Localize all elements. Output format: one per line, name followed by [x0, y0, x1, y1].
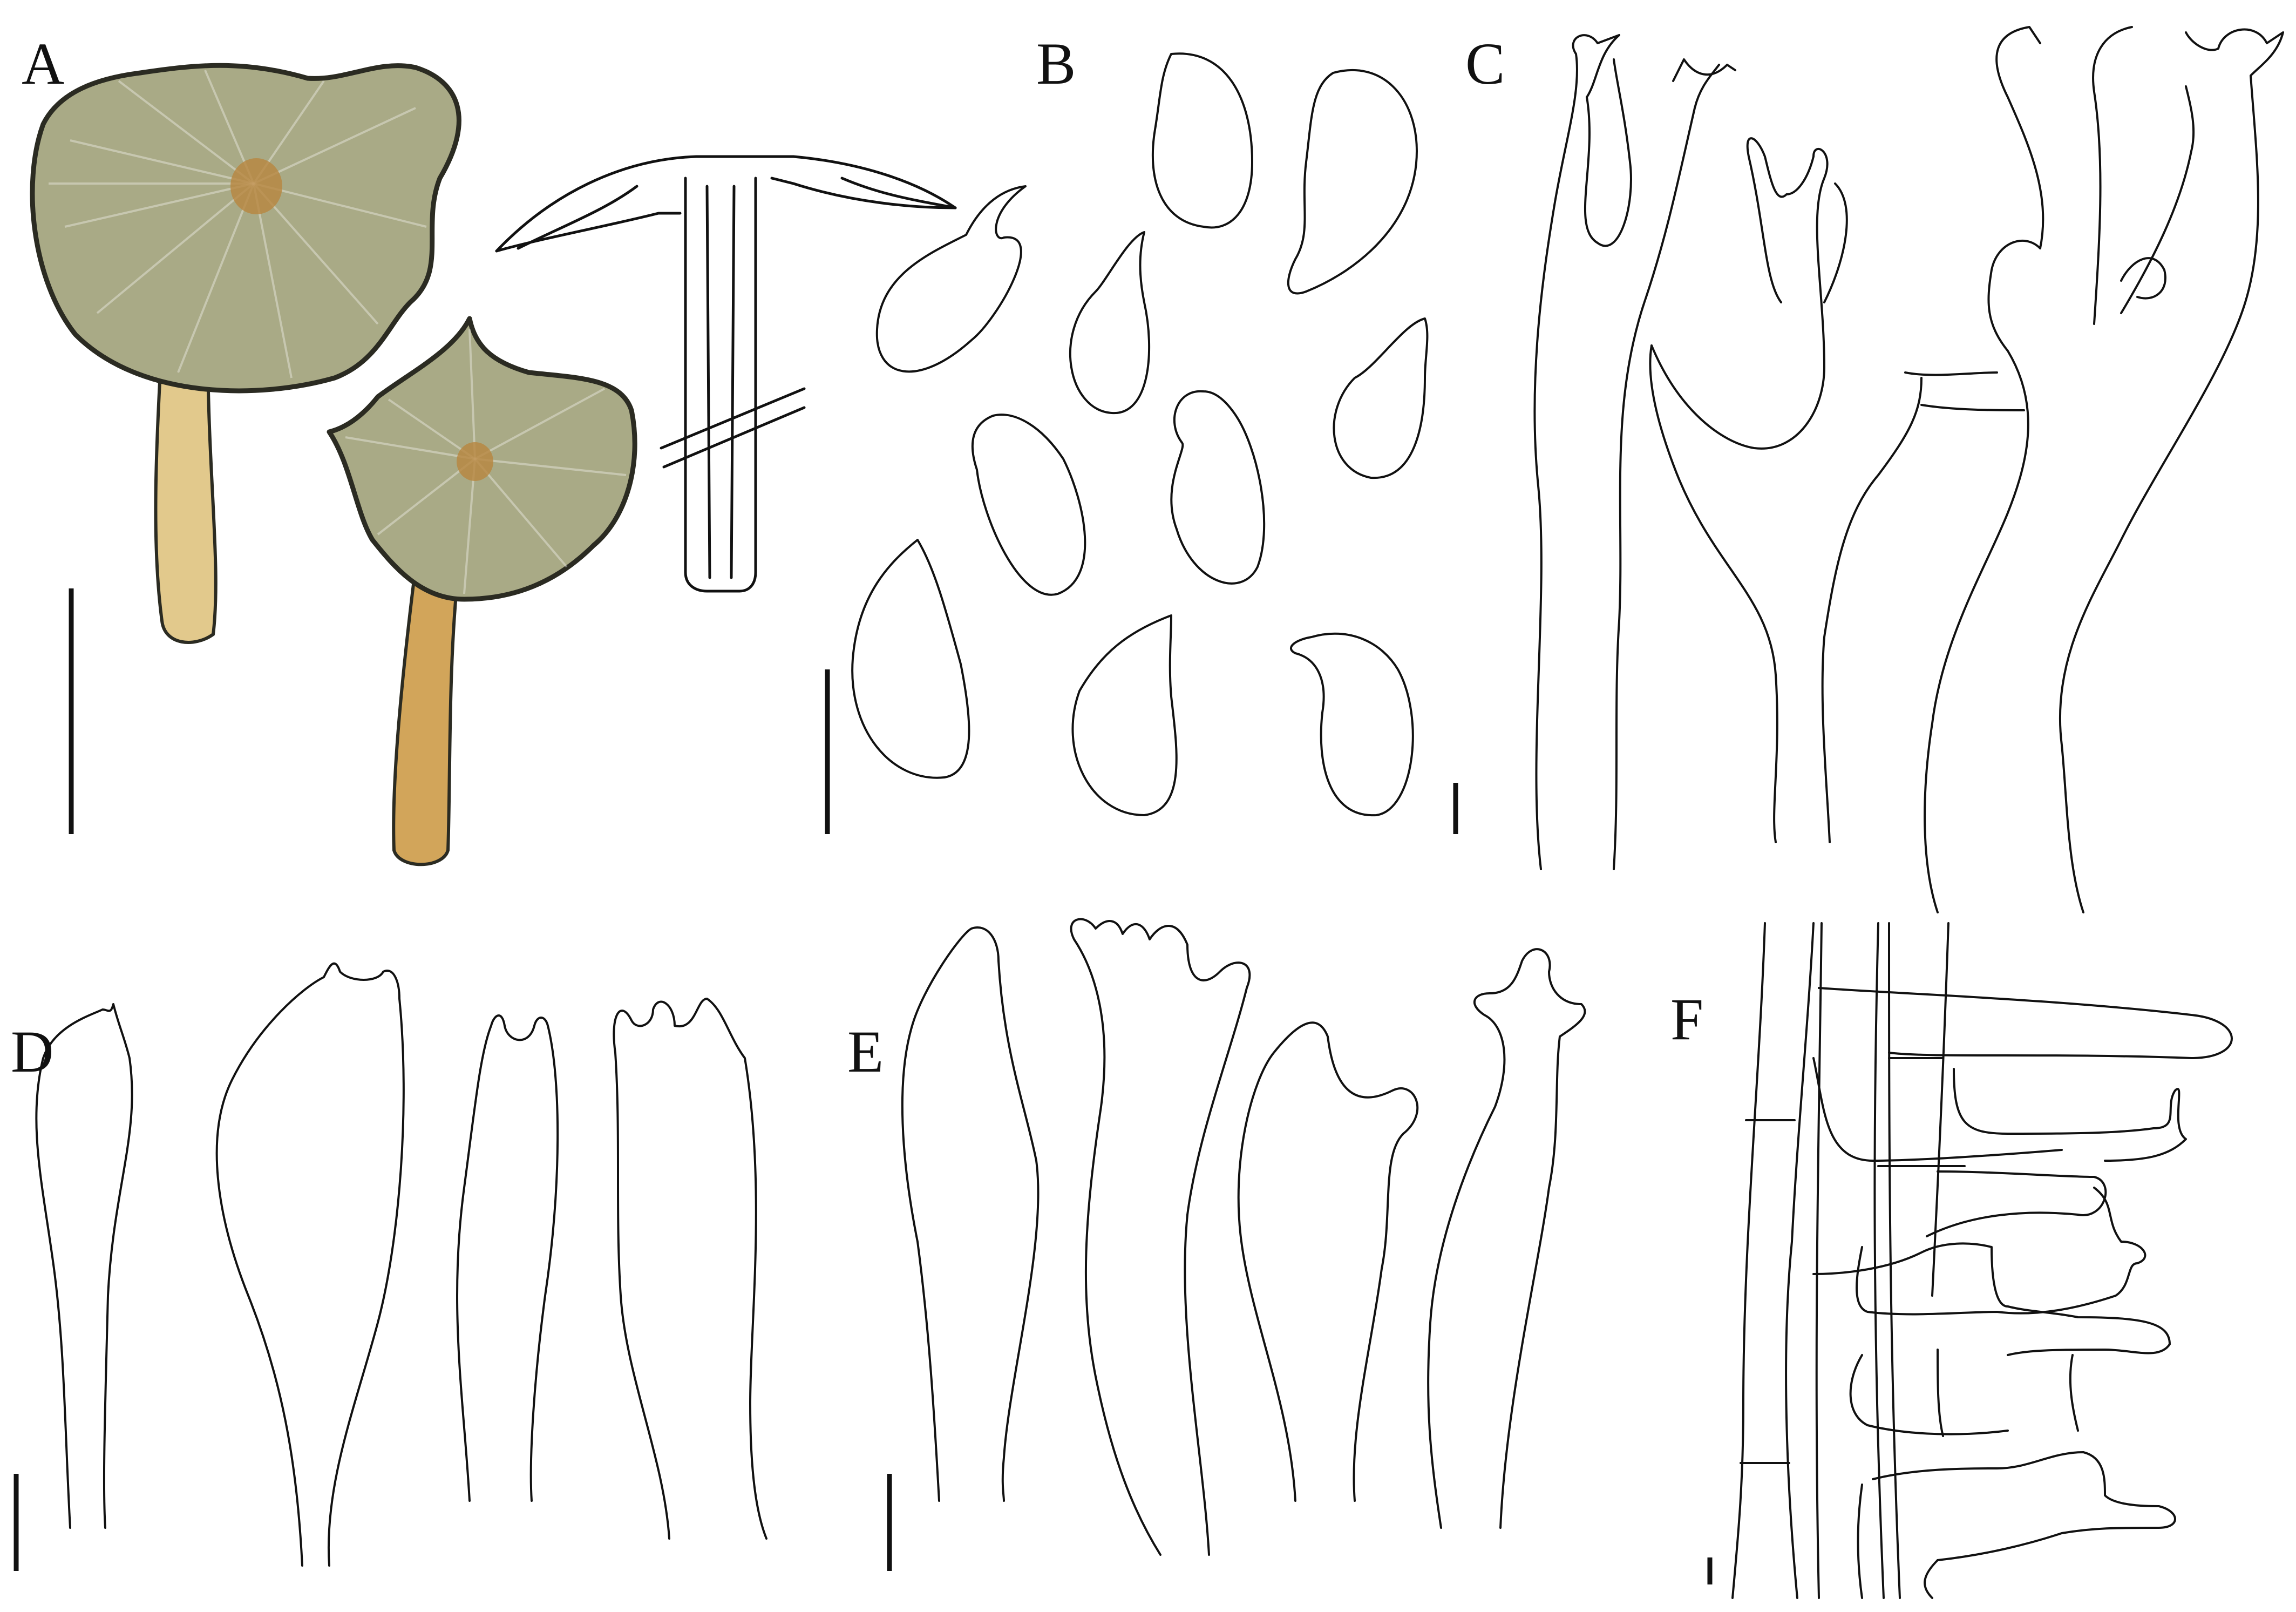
spore	[1069, 231, 1151, 415]
cap-large	[30, 63, 461, 394]
hypha	[1613, 64, 1720, 870]
hypha	[2069, 1354, 2079, 1432]
hypha	[1931, 922, 1949, 1297]
hypha	[1920, 404, 2025, 411]
panel-label-b: B	[1036, 31, 1076, 97]
panel-e-cheilocystidia	[887, 918, 1586, 1571]
hypha	[1731, 922, 1766, 1599]
hypha	[1785, 922, 1815, 1599]
panel-label-f: F	[1670, 986, 1703, 1052]
hypha	[1584, 58, 1632, 247]
hypha	[1924, 239, 2041, 913]
hypha	[1672, 58, 1736, 82]
cystidium	[1237, 1021, 1419, 1502]
panel-c-pileipellis	[1453, 26, 2284, 913]
hypha	[2120, 85, 2195, 314]
hypha	[1995, 26, 2044, 249]
hypha	[1823, 182, 1848, 303]
hypha	[1888, 922, 1901, 1599]
hypha	[1849, 1354, 2009, 1435]
spore	[971, 414, 1086, 596]
hypha	[1815, 922, 1823, 1599]
basidium	[35, 1003, 133, 1529]
cystidium	[1070, 918, 1251, 1556]
spore	[851, 539, 970, 779]
cap-large-gills	[49, 70, 427, 378]
hypha	[1812, 1242, 2009, 1308]
fruitbody-section	[495, 155, 957, 593]
hypha	[1818, 987, 2233, 1059]
hypha	[1873, 922, 1885, 1599]
basidium	[456, 1014, 559, 1502]
hypha	[1856, 1187, 2146, 1316]
panel-label-a: A	[22, 31, 64, 97]
hypha	[1926, 1170, 2107, 1237]
panel-a-basidiomata	[30, 63, 957, 866]
cystidium	[901, 926, 1040, 1502]
hypha	[1924, 1559, 1939, 1599]
hypha	[1937, 1349, 1944, 1437]
hypha	[2092, 26, 2133, 325]
panel-f-stipitipellis	[1707, 922, 2233, 1599]
hypha	[2120, 257, 2166, 300]
hypha	[1857, 1484, 1863, 1599]
panel-label-e: E	[847, 1019, 884, 1085]
basidium	[215, 962, 405, 1567]
panel-label-d: D	[11, 1019, 53, 1085]
panel-d-basidia	[13, 962, 767, 1571]
hypha	[1649, 344, 1778, 843]
hypha	[1872, 1451, 2176, 1561]
hypha	[1953, 1068, 2187, 1162]
hypha	[2007, 1305, 2171, 1356]
spore	[1151, 52, 1253, 229]
hypha	[1904, 371, 1998, 376]
stipe-large	[154, 338, 218, 644]
cystidium	[1427, 948, 1586, 1529]
cap-large-umbo	[230, 158, 282, 214]
spore	[1287, 69, 1418, 295]
hypha	[1650, 137, 1829, 450]
spore	[1290, 632, 1414, 817]
spore	[875, 185, 1027, 373]
basidium	[613, 998, 767, 1540]
panel-b-basidiospores	[825, 52, 1429, 834]
stipe-small	[392, 565, 461, 866]
hypha	[2059, 28, 2284, 913]
spore	[1170, 390, 1266, 585]
spore	[1071, 614, 1178, 816]
spore	[1333, 317, 1429, 479]
hypha	[1533, 34, 1620, 870]
cap-small-gills	[345, 329, 627, 594]
hypha	[1821, 377, 1923, 843]
cap-small-umbo	[457, 442, 493, 481]
panel-label-c: C	[1465, 31, 1505, 97]
hypha	[1812, 1057, 2063, 1162]
